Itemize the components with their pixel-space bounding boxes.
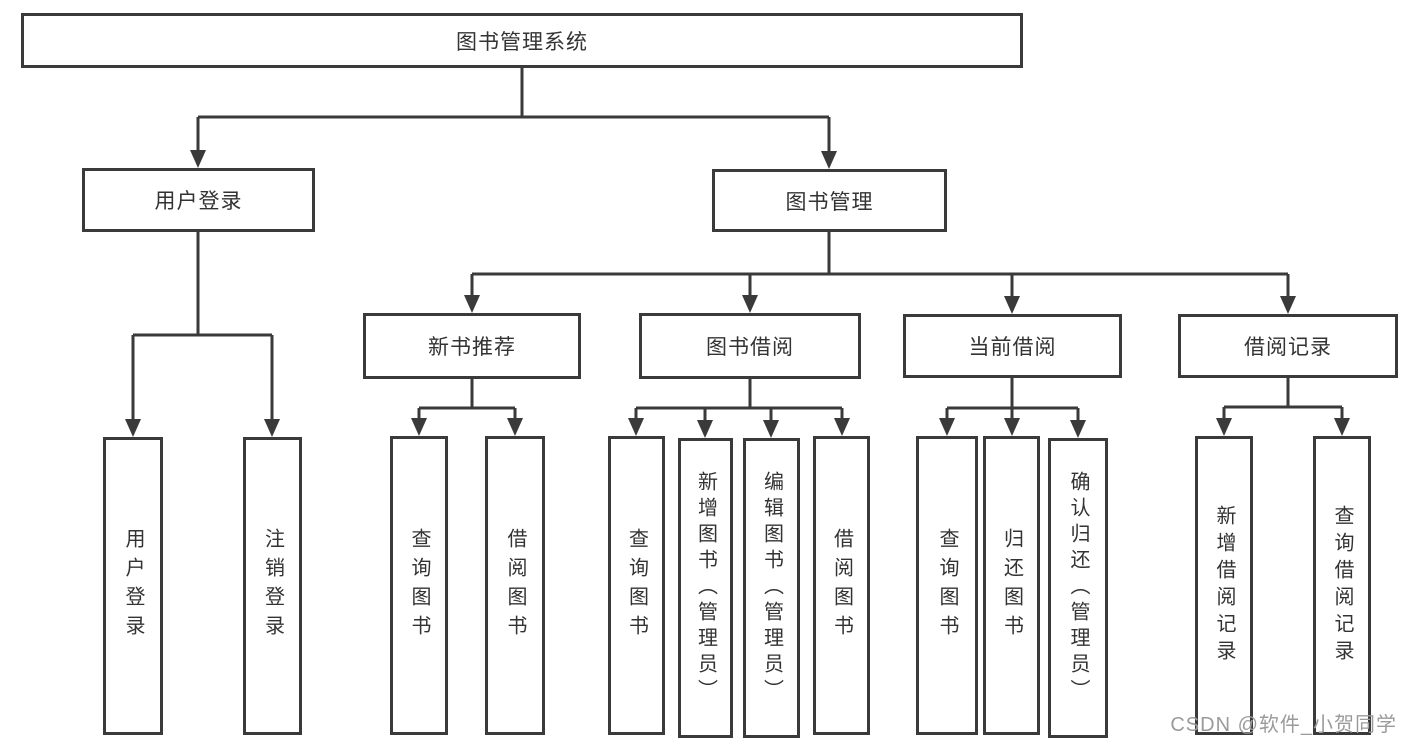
node-new-book-recommend: 新书推荐 [363, 313, 581, 379]
leaf-query-books-current: 查询图书 [916, 436, 978, 735]
leaf-query-books-recommend: 查询图书 [390, 436, 448, 735]
leaf-return-books: 归还图书 [983, 436, 1040, 735]
csdn-watermark: CSDN @软件_小贺同学 [1170, 714, 1397, 736]
leaf-edit-books-admin: 编辑图书（管理员） [743, 438, 800, 738]
leaf-confirm-return-admin: 确认归还（管理员） [1048, 438, 1108, 738]
branch-root [190, 68, 837, 169]
branch-user-login [125, 232, 280, 437]
node-current-borrow: 当前借阅 [903, 314, 1122, 378]
node-book-management: 图书管理 [712, 169, 947, 232]
leaf-borrow-books-recommend: 借阅图书 [485, 436, 545, 735]
node-book-borrow: 图书借阅 [639, 313, 861, 379]
leaf-borrow-books: 借阅图书 [813, 436, 870, 735]
node-user-login: 用户登录 [82, 168, 315, 232]
leaf-add-books-admin: 新增图书（管理员） [678, 438, 733, 738]
leaf-query-books-borrow: 查询图书 [608, 436, 665, 735]
leaf-query-borrow-record: 查询借阅记录 [1313, 436, 1371, 735]
leaf-add-borrow-record: 新增借阅记录 [1195, 436, 1253, 735]
leaf-user-login: 用户登录 [103, 437, 163, 735]
node-library-management-system: 图书管理系统 [21, 13, 1023, 68]
branch-new-book-recommend [411, 379, 523, 436]
branch-book-borrow [628, 379, 850, 438]
branch-borrow-records [1216, 378, 1350, 436]
branch-current-borrow [939, 378, 1086, 438]
leaf-logout: 注销登录 [243, 437, 302, 735]
node-borrow-records: 借阅记录 [1178, 314, 1398, 378]
branch-book-management [464, 232, 1296, 314]
